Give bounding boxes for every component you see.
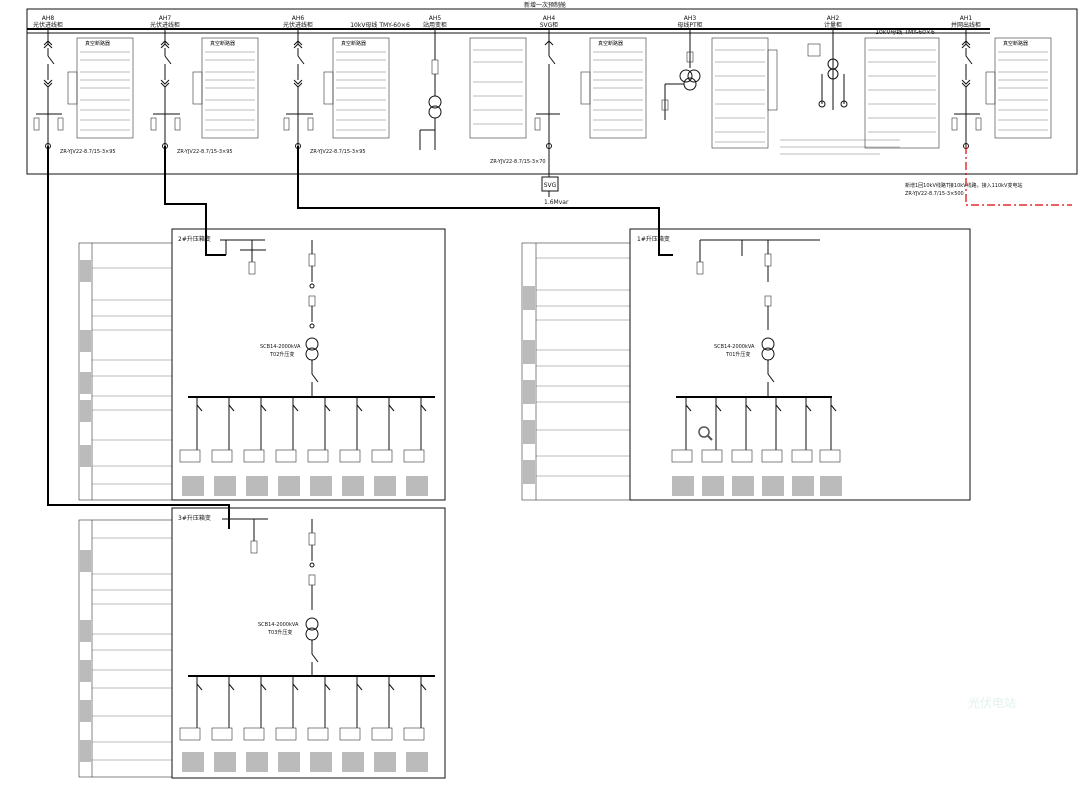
substation-1-frame [629, 228, 971, 501]
bus-label-right: 10kV母线 TMY-60×6 [875, 28, 935, 36]
spec-box-ah1: 真空断路器 [985, 37, 1052, 139]
svg-device-box [541, 176, 559, 192]
substation-2-hv [220, 239, 319, 397]
transformer-2-model: SCB14-2000kVA [260, 344, 301, 350]
svg-text:光伏进线柜: 光伏进线柜 [150, 21, 180, 29]
svg-text:10kV母线 TMY-60×6: 10kV母线 TMY-60×6 [350, 21, 410, 29]
feeder-ah5 [419, 29, 442, 150]
spec-box-ah2 [864, 37, 940, 149]
svg-text:真空断路器: 真空断路器 [598, 40, 623, 47]
substation-1-title: 1#升压箱变 [637, 235, 670, 243]
svg-text:10kV母线 TMY-60×6: 10kV母线 TMY-60×6 [875, 28, 935, 36]
svg-text:真空断路器: 真空断路器 [1003, 40, 1028, 47]
zoom-magnifier-icon[interactable] [698, 426, 713, 441]
spec-box-ah3 [711, 37, 778, 149]
bus-label-left: 10kV母线 TMY-60×6 [350, 21, 410, 29]
svg-device-label: SVG [544, 182, 557, 189]
cable-label-ah8: ZR-YJV22-8.7/15-3×95 [60, 149, 116, 155]
feeder-ah8: ZR-YJV22-8.7/15-3×95 [33, 29, 116, 155]
substation-3-hv [222, 518, 319, 676]
spec-table-s1 [521, 242, 631, 501]
svg-rating: 1.6Mvar [544, 199, 569, 206]
svg-text:AH7: AH7 [159, 15, 172, 22]
substation-1-hv [696, 239, 820, 397]
svg-text:计量柜: 计量柜 [824, 21, 842, 29]
top-bus-title: 新增一次预制舱 [524, 1, 566, 9]
substation-2-frame [171, 228, 446, 501]
transformer-1-name: T01升压变 [725, 351, 750, 358]
feeder-ah3 [661, 29, 701, 120]
spec-box-ah8: 真空断路器 [67, 37, 134, 139]
spec-table-s3 [78, 519, 173, 778]
feeder-ah1 [951, 29, 982, 149]
svg-text:SVG柜: SVG柜 [540, 21, 559, 29]
svg-text:AH5: AH5 [429, 15, 442, 22]
cable-ah8-to-s3 [47, 146, 230, 529]
spec-box-ah7: 真空断路器 [192, 37, 259, 139]
substation-3-frame [171, 507, 446, 779]
spec-box-ah4: 真空断路器 [580, 37, 647, 139]
transformer-2-name: T02升压变 [269, 351, 294, 358]
spec-box-ah5 [469, 37, 527, 139]
feeder-ah2 [807, 29, 848, 110]
cable-label-ah6: ZR-YJV22-8.7/15-3×95 [310, 149, 366, 155]
prefab-cabin-frame [26, 8, 1078, 175]
new-line-note: 新增1回10kV线路T接10kV线路，接入110kV变电站 [905, 182, 1022, 189]
cable-label-ah1: ZR-YJV22-8.7/15-3×500 [905, 191, 964, 197]
feeder-ah7: ZR-YJV22-8.7/15-3×95 [150, 29, 233, 155]
watermark: 光伏电站 [968, 696, 1016, 710]
substation-2-title: 2#升压箱变 [178, 235, 211, 243]
spec-box-ah6: 真空断路器 [323, 37, 390, 139]
transformer-3-model: SCB14-2000kVA [258, 622, 299, 628]
spec-table-s2 [78, 242, 173, 501]
svg-text:母线PT柜: 母线PT柜 [677, 21, 702, 29]
cable-ah7-to-s2 [164, 146, 226, 256]
svg-text:AH3: AH3 [684, 15, 697, 22]
svg-text:AH4: AH4 [543, 15, 556, 22]
transformer-1-model: SCB14-2000kVA [714, 344, 755, 350]
svg-text:站用变柜: 站用变柜 [423, 21, 447, 29]
substation-1-feeders [671, 397, 842, 496]
cable-label-ah4: ZR-YJV22-8.7/15-3×70 [490, 159, 546, 165]
svg-text:真空断路器: 真空断路器 [85, 40, 110, 47]
svg-text:AH1: AH1 [960, 15, 973, 22]
new-line-dashed-red [965, 146, 1072, 206]
feeder-ah6: ZR-YJV22-8.7/15-3×95 [283, 29, 366, 155]
svg-text:真空断路器: 真空断路器 [210, 40, 235, 47]
substation-3-title: 3#升压箱变 [178, 514, 211, 522]
cable-ah6-to-s1 [297, 146, 673, 256]
substation-3-feeders [179, 676, 428, 772]
svg-text:光伏进线柜: 光伏进线柜 [33, 21, 63, 29]
transformer-3-name: T03升压变 [267, 629, 292, 636]
svg-text:AH2: AH2 [827, 15, 840, 22]
svg-text:光伏进线柜: 光伏进线柜 [283, 21, 313, 29]
feeder-ah4: ZR-YJV22-8.7/15-3×70 [490, 29, 560, 177]
cable-label-ah7: ZR-YJV22-8.7/15-3×95 [177, 149, 233, 155]
svg-text:AH8: AH8 [42, 15, 55, 22]
svg-text:真空断路器: 真空断路器 [341, 40, 366, 47]
svg-text:AH6: AH6 [292, 15, 305, 22]
notes-block [780, 139, 900, 155]
svg-text:并网出线柜: 并网出线柜 [951, 21, 981, 29]
substation-2-feeders [179, 397, 428, 496]
